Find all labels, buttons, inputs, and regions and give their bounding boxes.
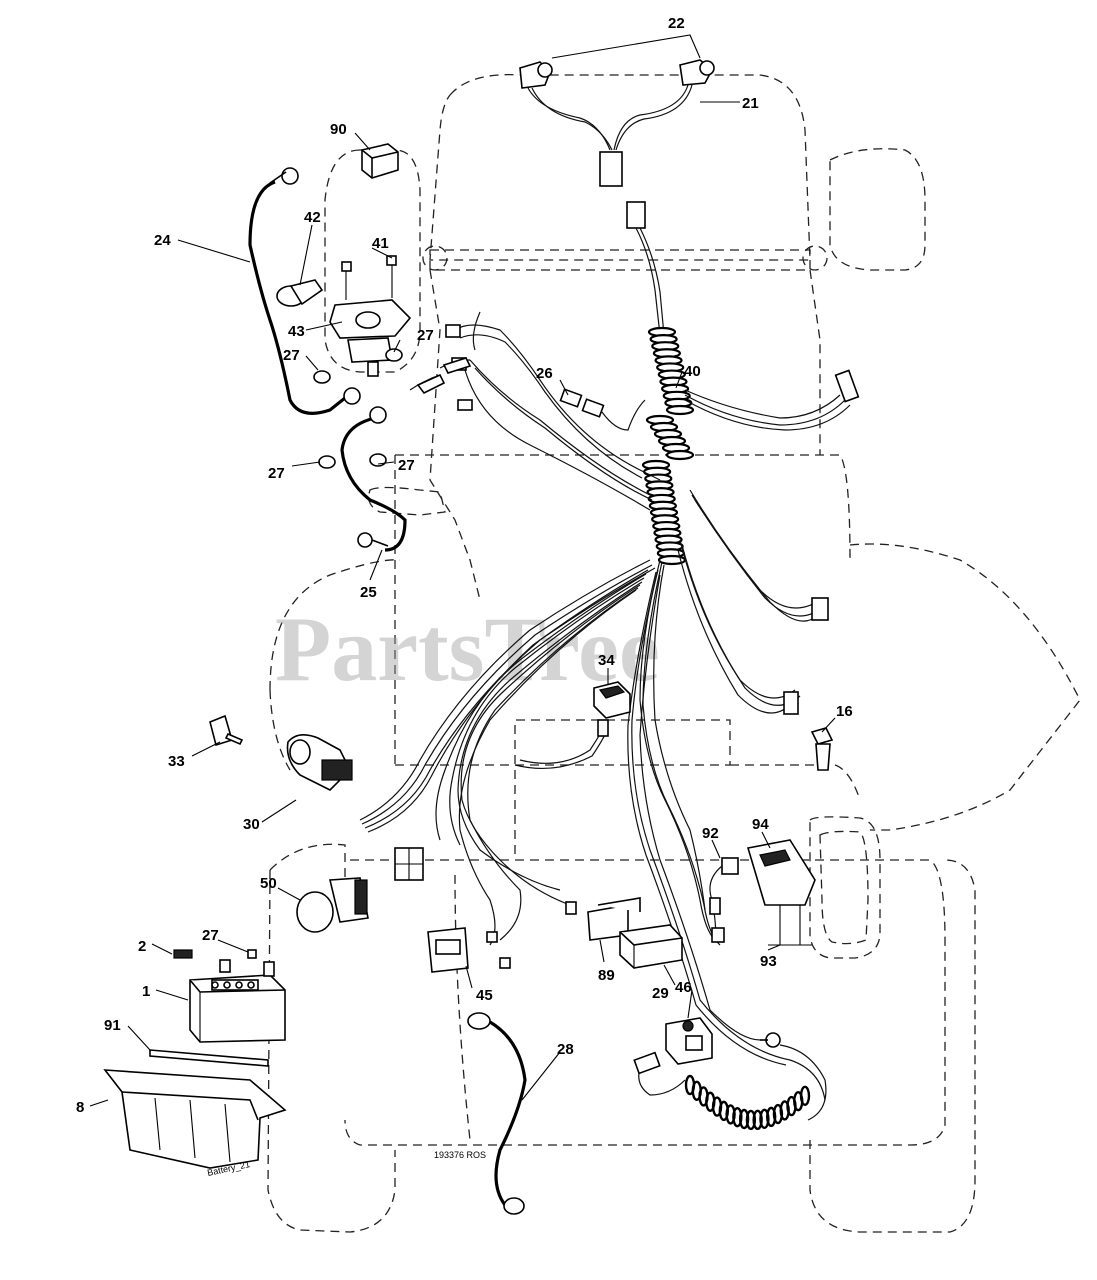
headlights: [519, 59, 715, 89]
coiled-wire: [684, 1074, 811, 1131]
callout-40: 40: [684, 363, 701, 380]
callout-90: 90: [330, 121, 347, 138]
callout-92: 92: [702, 825, 719, 842]
coil-ends: [633, 1032, 827, 1121]
callout-24: 24: [154, 232, 171, 249]
callout-22: 22: [668, 15, 685, 32]
headlight-harness: [527, 84, 693, 336]
callout-27-e: 27: [202, 927, 219, 944]
battery-tray: [103, 1069, 287, 1169]
callout-43: 43: [288, 323, 305, 340]
callout-28: 28: [557, 1041, 574, 1058]
tractor-outline: [267, 74, 1081, 1233]
connector-plugs: [565, 901, 577, 915]
battery: [189, 959, 286, 1043]
drawing-number: 193376 ROS: [434, 1150, 486, 1160]
starter-solenoid: [329, 255, 412, 377]
callout-50: 50: [260, 875, 277, 892]
callout-93: 93: [760, 953, 777, 970]
callout-26: 26: [536, 365, 553, 382]
callout-27-c: 27: [268, 465, 285, 482]
callout-27-d: 27: [398, 457, 415, 474]
callout-8: 8: [76, 1099, 84, 1116]
coil-loop: [738, 1108, 750, 1130]
solenoid-leads: [409, 357, 472, 395]
callout-2: 2: [138, 938, 146, 955]
callout-42: 42: [304, 209, 321, 226]
battery-strap: [149, 1049, 269, 1067]
coil-loop: [799, 1085, 811, 1107]
callout-45: 45: [476, 987, 493, 1004]
callout-labels: 22 21 90 24 42 41 43 27 27 27 27 26 40 2…: [76, 15, 853, 1116]
callout-30: 30: [243, 816, 260, 833]
callout-41: 41: [372, 235, 389, 252]
main-harness-wires: [359, 311, 851, 1101]
callout-25: 25: [360, 584, 377, 601]
callout-89: 89: [598, 967, 615, 984]
reverse-switch: [665, 1017, 713, 1065]
callout-16: 16: [836, 703, 853, 720]
ignition-key: [209, 714, 244, 747]
relay-46: [619, 924, 683, 969]
conduit-rib: [665, 449, 695, 461]
ignition-switch: [286, 734, 353, 791]
callout-27-a: 27: [417, 327, 434, 344]
coil-loop: [745, 1109, 757, 1131]
terminal-bolt: [173, 949, 193, 959]
ground-cable: [467, 1012, 527, 1215]
callout-leaders: [89, 34, 836, 1107]
pto-switch: [296, 877, 369, 933]
callout-91: 91: [104, 1017, 121, 1034]
fuse-holder: [559, 388, 646, 431]
battery-cable-red: [248, 167, 361, 415]
starter-cable: [340, 406, 407, 552]
callout-46: 46: [675, 979, 692, 996]
fuse-89: [587, 897, 641, 941]
harness-connectors: [445, 324, 860, 737]
multi-pin-connector: [394, 847, 424, 881]
callout-33: 33: [168, 753, 185, 770]
terminal-boot: [276, 279, 324, 307]
conduit-rib: [665, 404, 695, 416]
plunger-switch: [810, 727, 834, 771]
terminal-nut: [247, 949, 257, 959]
relay-block: [361, 143, 399, 179]
hour-meter: [427, 927, 511, 973]
coil-loop: [752, 1109, 763, 1131]
callout-29: 29: [652, 985, 669, 1002]
callout-34: 34: [598, 652, 615, 669]
seat-switch: [593, 681, 631, 719]
callout-21: 21: [742, 95, 759, 112]
callout-27-b: 27: [283, 347, 300, 364]
hex-nuts: [313, 348, 403, 469]
callout-1: 1: [142, 983, 150, 1000]
switch-module: [709, 839, 816, 946]
callout-94: 94: [752, 816, 769, 833]
